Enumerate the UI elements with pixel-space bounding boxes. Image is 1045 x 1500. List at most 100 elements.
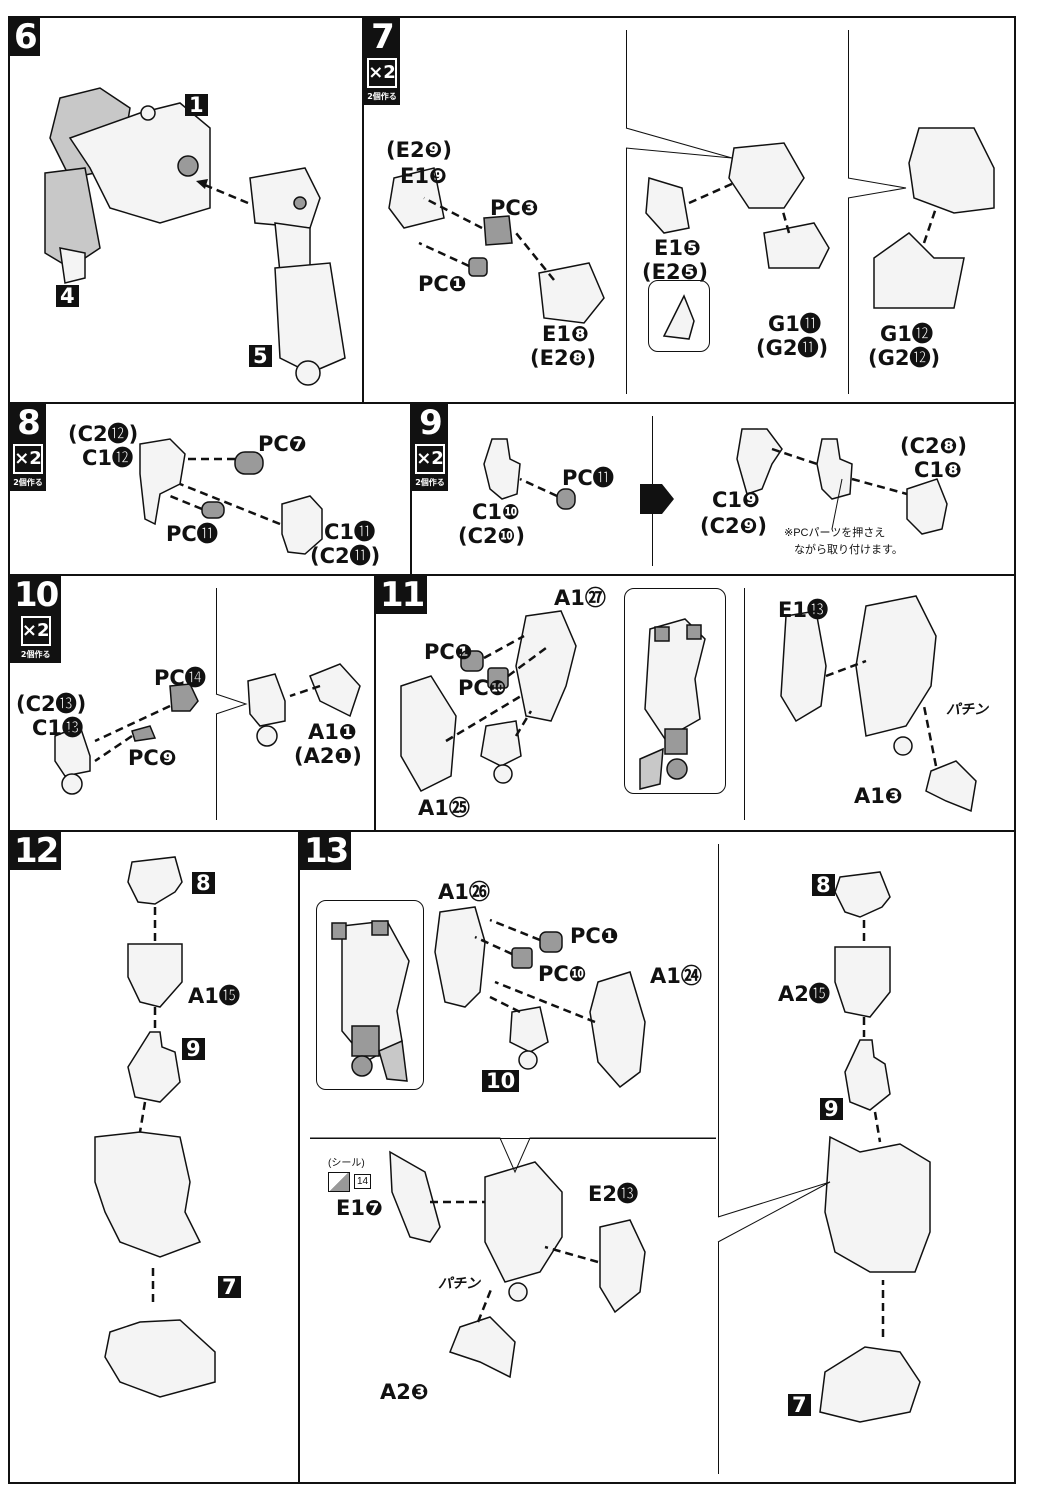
detail-inset	[648, 280, 710, 352]
label-e15: E1❺	[654, 236, 701, 260]
sub-step-divider	[718, 844, 719, 1474]
step-number: 10	[14, 575, 59, 615]
step-8-badge: 8 ×2 2個作る	[10, 404, 46, 491]
step-12-panel: 12 8 A1⓯ 9 7	[8, 830, 300, 1484]
part-c112	[139, 438, 186, 526]
step-number: 11	[380, 575, 425, 615]
label-e18: E1❽	[542, 322, 589, 346]
step-13-panel: 13	[298, 830, 1016, 1484]
sticker-label: (シール)	[328, 1158, 365, 1169]
step-11-panel: 11 A1㉗ PC❶ PC❿ A1㉕ E1⓭ A1❸ パチン	[374, 574, 1016, 832]
head-part	[127, 856, 183, 905]
make-two-icon: ×2	[367, 58, 397, 88]
label-c110: C1❿	[472, 500, 520, 524]
part-e19	[388, 167, 445, 229]
sub-9-part	[127, 1031, 181, 1103]
label-pc10: PC❿	[458, 676, 507, 700]
part-pc11	[556, 488, 576, 510]
label-e28: (E2❽)	[530, 346, 596, 370]
hip-joint-part	[728, 142, 805, 209]
label-g211: (G2⓫)	[756, 336, 829, 360]
torso-part	[94, 1131, 202, 1258]
label-pc1: PC❶	[418, 272, 467, 296]
label-c19: C1❾	[712, 488, 760, 512]
sub-step-divider	[848, 30, 849, 394]
label-e17: E1❼	[336, 1196, 383, 1220]
part-pc14	[169, 683, 199, 712]
part-pc11	[201, 501, 225, 519]
part-g112	[873, 232, 965, 309]
make-two-label: 2個作る	[20, 650, 51, 659]
label-e213: E2⓭	[588, 1182, 638, 1206]
instruction-note: ※PCパーツを押さえ	[784, 527, 886, 539]
step-10-panel: 10 ×2 2個作る PC⓮ (C2⓭) C1⓭ PC❾ A1❶ (A2❶)	[8, 574, 376, 832]
part-e213	[599, 1219, 646, 1314]
label-c213: (C2⓭)	[16, 692, 87, 716]
sub-step-divider	[626, 30, 627, 394]
make-two-label: 2個作る	[13, 478, 43, 487]
part-pc1	[539, 931, 563, 953]
label-pc7: PC❼	[258, 432, 307, 456]
part-c18	[906, 478, 948, 535]
part-a215	[834, 946, 891, 1018]
step-number: 8	[17, 403, 41, 443]
step-6-illustration	[44, 87, 346, 386]
part-pc1	[468, 257, 488, 277]
step-8-illustration	[139, 438, 323, 555]
step-13-illustration	[310, 871, 931, 1423]
assembly-arrow	[199, 181, 249, 205]
part-a11	[309, 663, 361, 718]
step-7-illustration	[388, 127, 995, 324]
part-c113-assembly	[247, 673, 286, 727]
step-11-illustration	[400, 595, 977, 813]
part-a23	[449, 1316, 516, 1379]
label-pc11: PC⓫	[166, 522, 218, 546]
part-c110	[483, 438, 521, 500]
label-a115: A1⓯	[188, 984, 240, 1008]
label-c112: C1⓬	[82, 446, 134, 470]
label-pc1: PC❶	[424, 640, 473, 664]
label-a13: A1❸	[854, 784, 903, 808]
part-a127	[515, 610, 577, 722]
make-two-label: 2個作る	[367, 92, 397, 101]
snap-sound-text: パチン	[438, 1275, 480, 1291]
step-9-panel: 9 ×2 2個作る PC⓫ C1❿ (C2❿) C1❾ (C2❾) (C2❽) …	[410, 402, 1016, 576]
step-9-badge: 9 ×2 2個作る	[412, 404, 448, 491]
label-pc9: PC❾	[128, 746, 177, 770]
part-a115	[127, 943, 183, 1008]
label-a21: (A2❶)	[294, 744, 362, 768]
step-6-panel: 6 1 4 5	[8, 16, 364, 404]
part-e113	[780, 610, 827, 723]
label-g212: (G2⓬)	[868, 346, 941, 370]
label-pc1: PC❶	[570, 924, 619, 948]
subassembly-tag-10: 10	[482, 1070, 520, 1092]
part-a125	[400, 675, 457, 792]
step-number: 13	[304, 831, 349, 871]
part-c113	[54, 725, 91, 777]
label-e19: E1❾	[400, 164, 447, 188]
subassembly-tag-9: 9	[182, 1038, 205, 1060]
subassembly-tag-9: 9	[820, 1098, 843, 1120]
label-c111: C1⓫	[324, 520, 376, 544]
subassembly-tag-7: 7	[218, 1276, 241, 1298]
step-12-badge: 12	[10, 832, 62, 870]
part-pc7	[234, 451, 264, 475]
label-pc14: PC⓮	[154, 666, 206, 690]
part-e17	[389, 1150, 441, 1243]
subassembly-tag-8: 8	[192, 872, 215, 894]
make-two-label: 2個作る	[415, 478, 445, 487]
label-pc11: PC⓫	[562, 466, 614, 490]
label-a126: A1㉖	[438, 880, 490, 904]
part-a124	[589, 971, 646, 1089]
step-7-badge: 7 ×2 2個作る	[364, 18, 400, 105]
detail-inset	[624, 588, 726, 794]
step-number: 9	[419, 403, 443, 443]
label-c28: (C2❽)	[900, 434, 967, 458]
make-two-icon: ×2	[20, 616, 51, 646]
part-pc9	[131, 725, 157, 742]
step-9-illustration	[483, 428, 948, 535]
step-number: 6	[14, 17, 38, 57]
detail-inset	[316, 900, 424, 1090]
assembled-leg-part	[484, 1161, 563, 1283]
sticker-number: 14	[354, 1174, 372, 1189]
